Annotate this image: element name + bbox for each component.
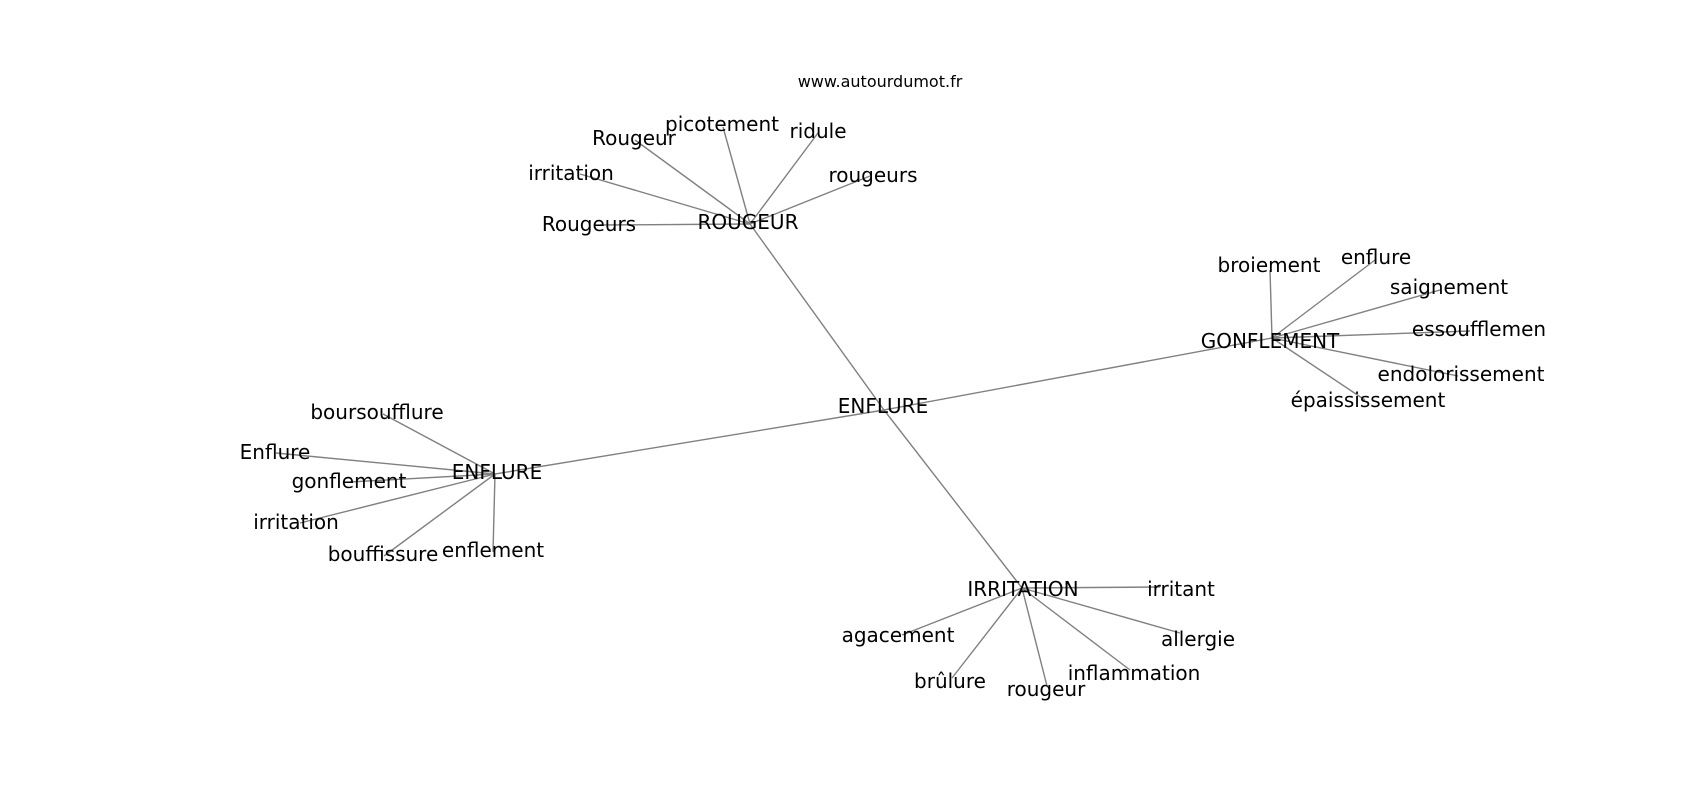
node-hub-irritation: IRRITATION — [967, 577, 1078, 601]
node-leaf: enflure — [1341, 245, 1411, 269]
edge-irritation-leaf — [951, 587, 1023, 679]
node-leaf: allergie — [1161, 627, 1235, 651]
edge-irritation-leaf — [1021, 587, 1131, 671]
edge-irritation-leaf — [1021, 587, 1181, 634]
edge-enflure-leaf — [382, 413, 496, 475]
edge-gonflement-leaf — [1271, 337, 1366, 401]
edge-enflure-leaf — [299, 473, 496, 524]
node-leaf: enflement — [442, 538, 544, 562]
node-leaf: Rougeurs — [542, 212, 636, 236]
node-leaf: Enflure — [240, 440, 311, 464]
edge-rougeur-leaf — [599, 223, 751, 226]
edge-irritation-leaf — [1021, 587, 1048, 687]
node-leaf: irritation — [528, 161, 614, 185]
node-leaf: épaississement — [1291, 388, 1446, 412]
edge-gonflement-leaf — [1271, 289, 1441, 339]
edge-gonflement-leaf — [1271, 259, 1376, 339]
edge-rougeur-leaf — [634, 139, 751, 225]
node-leaf: Rougeur — [592, 126, 677, 150]
node-leaf: ridule — [789, 119, 846, 143]
graph-edges — [275, 126, 1471, 687]
edge-center-rougeur — [749, 223, 885, 411]
node-leaf: essoufflemen — [1412, 317, 1546, 341]
edge-enflure-leaf — [383, 473, 496, 557]
node-leaf: agacement — [842, 623, 955, 647]
node-leaf: bouffissure — [328, 542, 439, 566]
node-leaf: broiement — [1218, 253, 1321, 277]
edge-rougeur-leaf — [722, 126, 751, 225]
node-hub-rougeur: ROUGEUR — [698, 210, 799, 234]
node-hub-gonflement: GONFLEMENT — [1201, 329, 1340, 353]
node-leaf: irritant — [1147, 577, 1215, 601]
edge-enflure-leaf — [349, 473, 496, 483]
node-leaf: saignement — [1390, 275, 1508, 299]
edge-enflure-leaf — [492, 473, 496, 553]
node-hub-enflure: ENFLURE — [452, 460, 542, 484]
node-leaf: boursoufflure — [310, 400, 443, 424]
edge-center-gonflement — [883, 337, 1273, 411]
edge-irritation-leaf — [1021, 586, 1161, 589]
node-leaf: irritation — [253, 510, 339, 534]
edge-center-enflure — [494, 409, 885, 475]
node-leaf: gonflement — [292, 469, 407, 493]
edge-gonflement-leaf — [1269, 269, 1273, 339]
node-leaf: rougeur — [1007, 677, 1086, 701]
graph-labels: ENFLURE ROUGEUR Rougeur picotement ridul… — [240, 112, 1546, 701]
edge-gonflement-leaf — [1271, 330, 1471, 339]
node-leaf: brûlure — [914, 669, 986, 693]
node-leaf: inflammation — [1068, 661, 1201, 685]
node-leaf: rougeurs — [828, 163, 917, 187]
edge-rougeur-leaf — [749, 132, 819, 225]
node-leaf: picotement — [665, 112, 779, 136]
edge-enflure-leaf — [275, 452, 496, 475]
node-leaf: endolorissement — [1378, 362, 1545, 386]
edge-gonflement-leaf — [1271, 337, 1459, 377]
edge-center-irritation — [883, 409, 1023, 589]
edge-rougeur-leaf — [579, 173, 751, 225]
edge-rougeur-leaf — [749, 175, 871, 225]
edge-irritation-leaf — [901, 587, 1023, 636]
node-center: ENFLURE — [838, 394, 928, 418]
site-watermark: www.autourdumot.fr — [797, 72, 963, 91]
